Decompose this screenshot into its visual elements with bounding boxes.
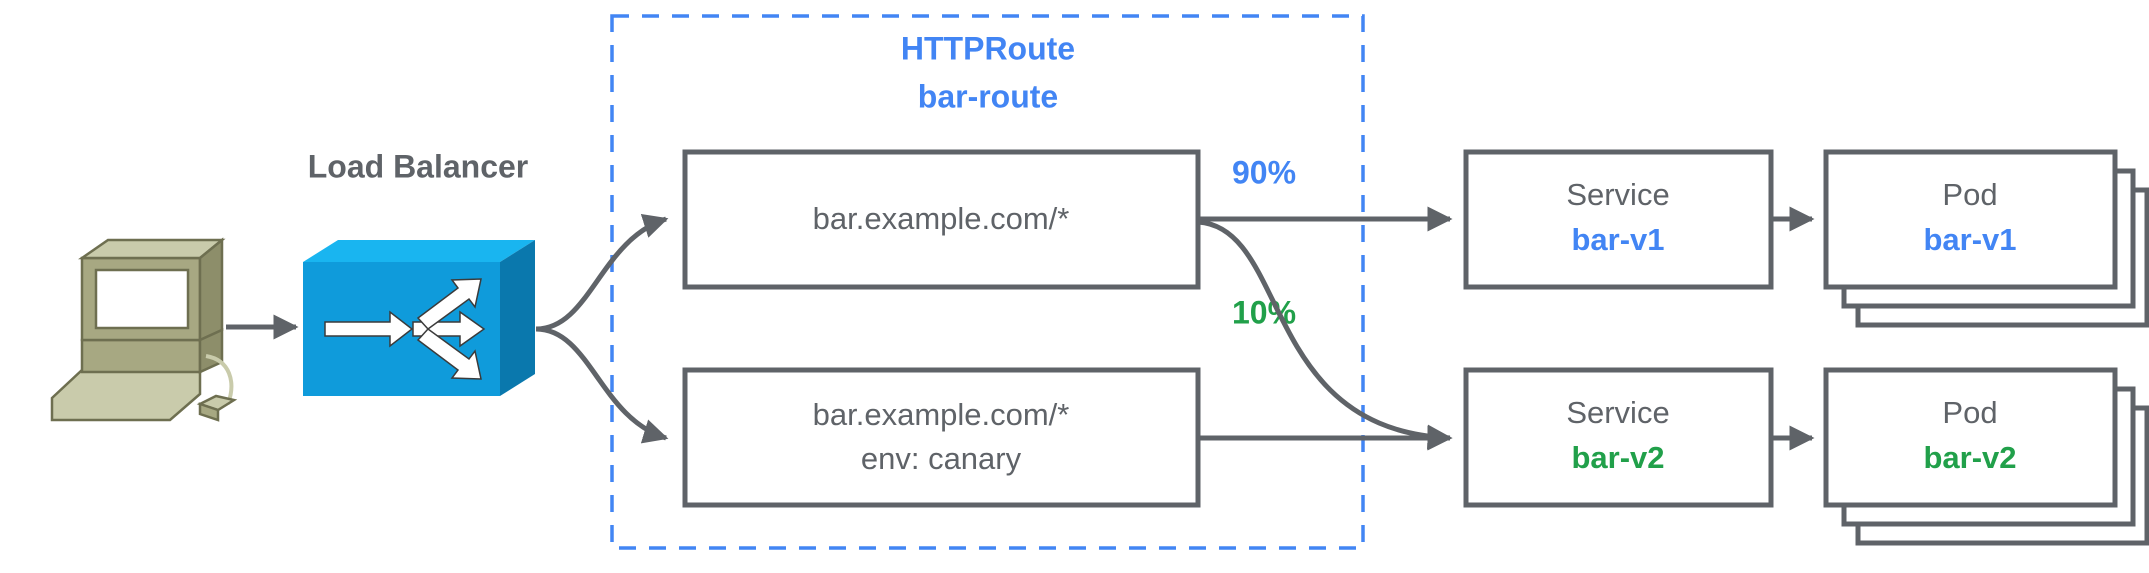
- workstation-icon: [50, 237, 238, 422]
- service-box-bar-v1[interactable]: [1463, 149, 1774, 290]
- service-box-bar-v2[interactable]: [1463, 367, 1774, 508]
- weight-90-label: 90%: [1232, 154, 1296, 190]
- pod-bar-v1-kind-label: Pod: [1942, 177, 1997, 212]
- rule-box-1[interactable]: [682, 149, 1201, 290]
- pod-stack-bar-v1: Pod bar-v1: [1823, 149, 2149, 328]
- edge-lb-to-rule-2: [535, 326, 669, 444]
- edge-lb-to-rule-1: [535, 213, 669, 332]
- load-balancer-icon: [303, 240, 535, 396]
- pod-bar-v2-kind-label: Pod: [1942, 395, 1997, 430]
- service-bar-v2-kind-label: Service: [1566, 395, 1669, 430]
- rule-2-header-label: env: canary: [861, 441, 1022, 476]
- load-balancer-label: Load Balancer: [308, 148, 529, 184]
- service-bar-v1-name-label: bar-v1: [1571, 222, 1664, 257]
- rule-box-2[interactable]: [682, 367, 1201, 508]
- pod-stack-bar-v2-replica-1[interactable]: [1823, 367, 2118, 508]
- pod-stack-bar-v1-replica-1[interactable]: [1823, 149, 2118, 290]
- service-bar-v1-kind-label: Service: [1566, 177, 1669, 212]
- httproute-name-label: bar-route: [918, 78, 1058, 114]
- httproute-group-frame: [610, 14, 1365, 550]
- pod-bar-v1-name-label: bar-v1: [1923, 222, 2016, 257]
- edge-rule-1-to-service-bar-v2: [1197, 219, 1453, 450]
- httproute-kind-label: HTTPRoute: [901, 30, 1075, 66]
- pod-bar-v2-name-label: bar-v2: [1923, 440, 2016, 475]
- service-bar-v2-name-label: bar-v2: [1571, 440, 1664, 475]
- rule-2-match-label: bar.example.com/*: [813, 397, 1070, 432]
- pod-stack-bar-v2: Pod bar-v2: [1823, 367, 2149, 546]
- rule-1-match-label: bar.example.com/*: [813, 201, 1070, 236]
